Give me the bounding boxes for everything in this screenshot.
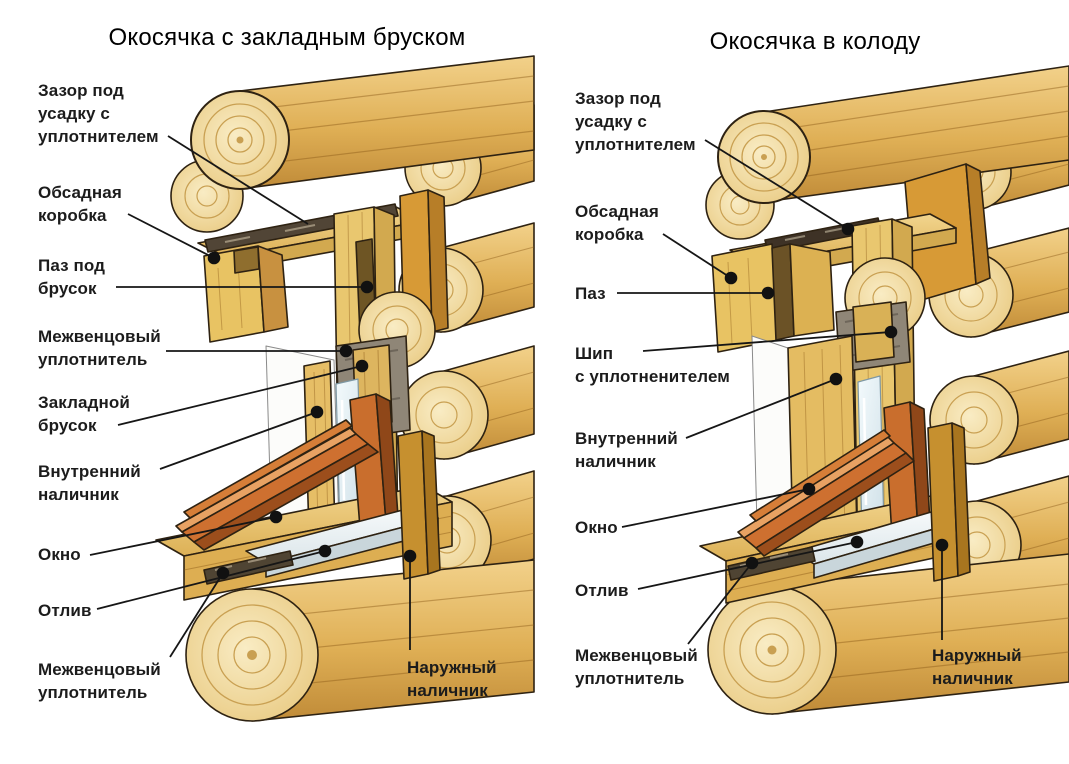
leader-outer-trim (403, 549, 417, 650)
jamb-block-with-groove (203, 245, 289, 343)
label-intercrown-sealant-top: Межвенцовый уплотнитель (38, 327, 161, 369)
left-diagram-title: Окосячка с закладным бруском (108, 24, 466, 51)
leader-sill-flashing (96, 544, 332, 610)
right-diagram-illustration (699, 65, 1069, 715)
label-window: Окно (575, 518, 618, 537)
leader-intercrown-sealant-bottom (687, 556, 759, 645)
leader-groove (617, 286, 775, 300)
leader-groove-for-bar (116, 280, 374, 294)
label-outer-trim: Наружный наличник (932, 646, 1022, 688)
outer-trim-board (927, 422, 971, 582)
label-casing-box: Обсадная коробка (38, 183, 122, 225)
label-casing-box: Обсадная коробка (575, 202, 659, 244)
label-groove: Паз (575, 284, 606, 303)
right-leader-lines (617, 139, 949, 645)
trough-jamb-blocks (711, 243, 835, 353)
leader-inner-trim (159, 405, 324, 470)
label-shrinkage-gap: Зазор под усадку с уплотнителем (38, 81, 159, 146)
label-shrinkage-gap: Зазор под усадку с уплотнителем (575, 89, 696, 154)
label-inner-trim: Внутренний наличник (38, 462, 141, 504)
leader-window (621, 482, 816, 528)
label-intercrown-sealant-bottom: Межвенцовый уплотнитель (575, 646, 698, 688)
leader-inner-trim (685, 372, 843, 439)
bottom-log (185, 559, 535, 722)
leader-casing-box (662, 233, 738, 285)
window-frame (737, 401, 931, 557)
left-leader-lines (89, 135, 417, 658)
label-intercrown-sealant-bottom: Межвенцовый уплотнитель (38, 660, 161, 702)
leader-intercrown-sealant-bottom (169, 566, 230, 658)
leader-intercrown-sealant-top (166, 344, 353, 358)
label-sill-flashing: Отлив (575, 581, 629, 600)
bottom-log (707, 553, 1069, 715)
leader-embedded-bar (117, 359, 369, 426)
label-tenon-with-sealant: Шип с уплотненителем (575, 344, 730, 386)
top-log (170, 55, 535, 233)
leader-window (89, 510, 283, 556)
leader-tenon (642, 325, 898, 352)
leader-outer-trim (935, 538, 949, 640)
label-embedded-bar: Закладной брусок (38, 393, 130, 435)
tenon-with-sealant (835, 301, 911, 373)
label-window: Окно (38, 545, 81, 564)
leader-shrinkage-gap (167, 135, 309, 225)
label-outer-trim: Наружный наличник (407, 658, 497, 700)
right-diagram-title: Окосячка в колоду (709, 28, 921, 55)
left-diagram-illustration (155, 55, 535, 722)
label-groove-for-bar: Паз под брусок (38, 256, 105, 298)
top-log (705, 65, 1069, 240)
outer-trim-board (397, 430, 441, 580)
leader-shrinkage-gap (704, 139, 855, 236)
label-sill-flashing: Отлив (38, 601, 92, 620)
label-inner-trim: Внутренний наличник (575, 429, 678, 471)
leader-casing-box (127, 213, 221, 265)
